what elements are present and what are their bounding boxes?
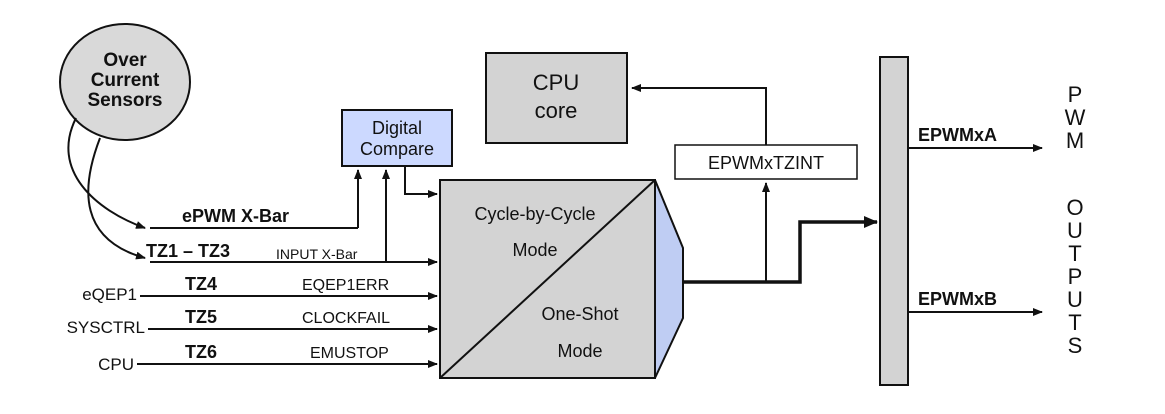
- sensor-arrow-to-epwm-xbar: [67, 117, 146, 229]
- input-xbar-label: INPUT X-Bar: [276, 246, 358, 262]
- oneshot-mode-line1: One-Shot: [541, 304, 618, 324]
- sysctrl-source-label: SYSCTRL: [67, 318, 145, 337]
- outputs-letter-3: T: [1068, 241, 1081, 266]
- pwm-letter-1: P: [1068, 82, 1083, 107]
- sensors-line3: Sensors: [88, 90, 163, 111]
- sensor-arrow-to-tz1-tz3: [87, 137, 146, 260]
- cpu-core-line2: core: [535, 98, 578, 123]
- cbc-mode-line2: Mode: [512, 240, 557, 260]
- trip-output-line: [683, 216, 878, 284]
- pwm-letter-2: W: [1065, 105, 1086, 130]
- digital-compare-line1: Digital: [372, 118, 422, 138]
- output-action-block: [879, 56, 909, 386]
- output-mux-shape: [654, 179, 684, 379]
- pwm-outputs-vertical-label: P W M O U T P U T S: [1065, 82, 1086, 358]
- eqep1err-label: EQEP1ERR: [302, 277, 389, 294]
- trip-logic-block: Cycle-by-Cycle Mode One-Shot Mode: [439, 179, 684, 379]
- clockfail-label: CLOCKFAIL: [302, 310, 390, 327]
- digital-compare-block: Digital Compare: [341, 109, 453, 167]
- mode-divider-line: [439, 179, 656, 379]
- cpu-core-block: CPU core: [485, 52, 628, 144]
- tz6-label: TZ6: [185, 342, 217, 362]
- cpu-source-label: CPU: [98, 355, 134, 374]
- tz4-label: TZ4: [185, 274, 217, 294]
- outputs-letter-6: T: [1068, 310, 1081, 335]
- outputs-letter-1: O: [1066, 195, 1083, 220]
- epwmxtzint-label: EPWMxTZINT: [708, 153, 824, 173]
- cbc-mode-line1: Cycle-by-Cycle: [474, 204, 595, 224]
- over-current-sensors: Over Current Sensors: [59, 23, 191, 141]
- tz5-label: TZ5: [185, 307, 217, 327]
- outputs-letter-4: P: [1068, 264, 1083, 289]
- oneshot-mode-line2: Mode: [557, 341, 602, 361]
- outputs-letter-7: S: [1068, 333, 1083, 358]
- tz1-tz3-label: TZ1 – TZ3: [146, 241, 230, 261]
- emustop-label: EMUSTOP: [310, 345, 389, 362]
- cpu-core-line1: CPU: [533, 70, 579, 95]
- epwmxb-label: EPWMxB: [918, 289, 997, 309]
- tzint-to-cpu-arrow: [631, 84, 767, 145]
- sensors-line1: Over: [103, 50, 147, 71]
- epwm-xbar-label: ePWM X-Bar: [182, 206, 289, 226]
- outputs-letter-5: U: [1067, 287, 1083, 312]
- eqep1-source-label: eQEP1: [82, 285, 137, 304]
- outputs-letter-2: U: [1067, 218, 1083, 243]
- epwmxtzint-block: EPWMxTZINT: [674, 144, 858, 180]
- dc-to-trip-arrow: [404, 166, 438, 198]
- digital-compare-line2: Compare: [360, 139, 434, 159]
- sensors-line2: Current: [91, 70, 160, 91]
- epwmxa-label: EPWMxA: [918, 125, 997, 145]
- pwm-letter-3: M: [1066, 128, 1084, 153]
